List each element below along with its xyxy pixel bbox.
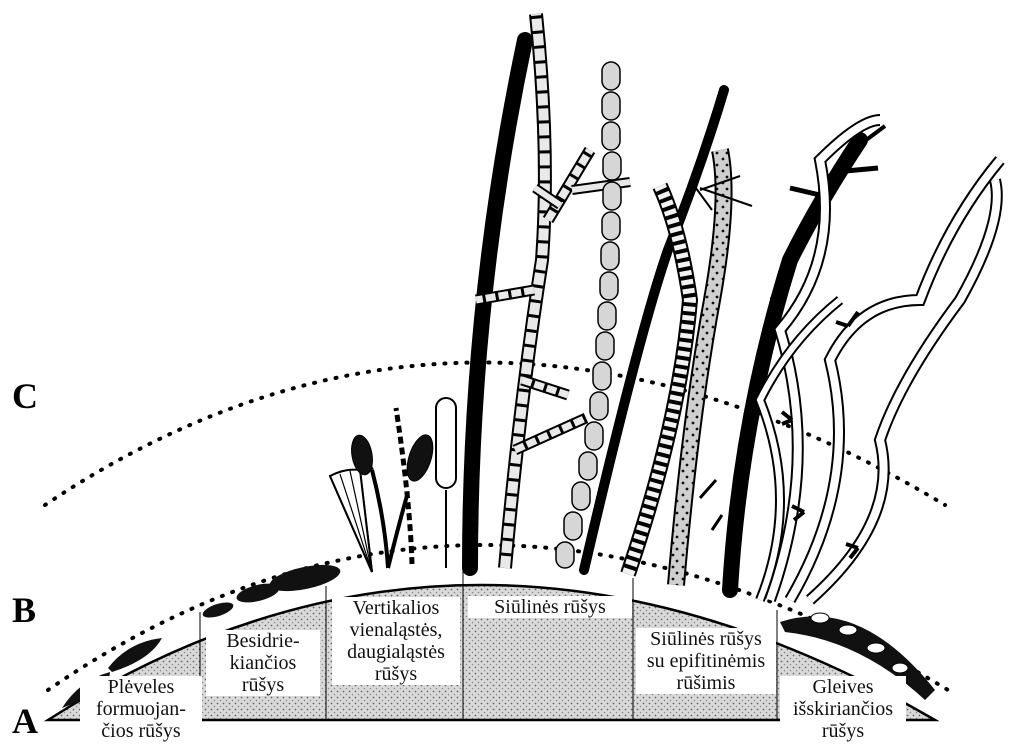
label-filamentous: Siūlinės rūšys bbox=[468, 596, 632, 618]
mucilage-species bbox=[760, 120, 1000, 700]
zone-c-label: C bbox=[12, 378, 38, 414]
zone-b-label: B bbox=[12, 592, 36, 628]
boundary-c bbox=[45, 363, 945, 506]
zone-a-label: A bbox=[12, 703, 38, 739]
bead-chain bbox=[556, 62, 621, 568]
